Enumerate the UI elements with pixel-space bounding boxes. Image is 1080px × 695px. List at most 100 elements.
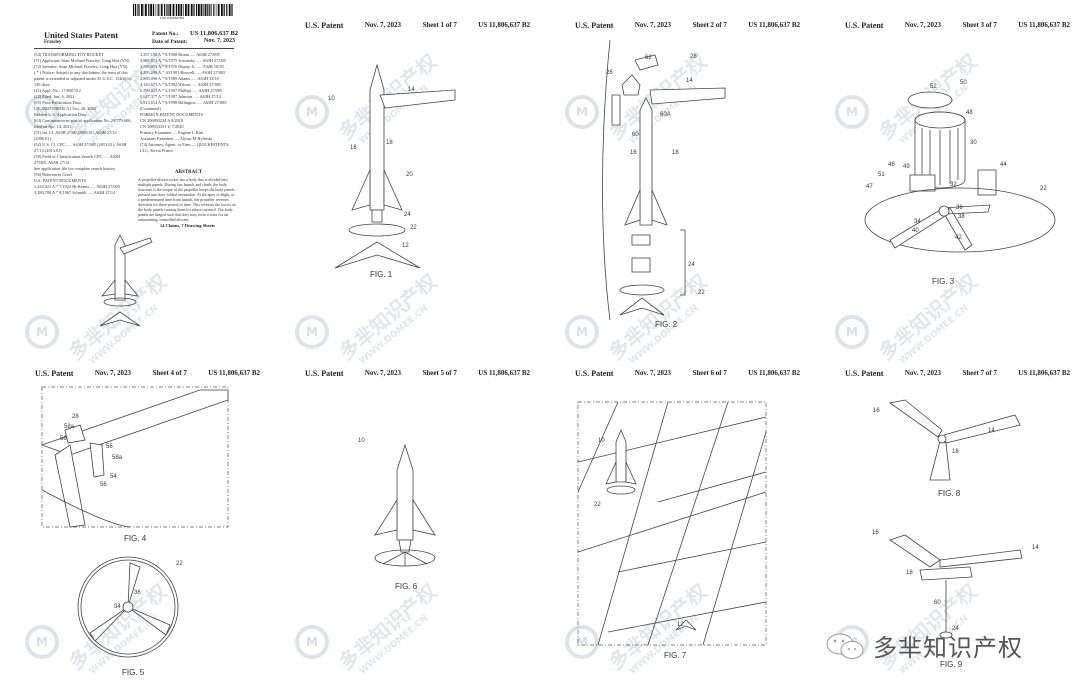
ref-label: 18	[906, 570, 913, 576]
wechat-badge: 多芈知识产权	[825, 628, 1023, 663]
watermark-logo: M	[25, 315, 59, 349]
ref-label: 44	[1000, 162, 1007, 168]
ref-label: 58a	[64, 424, 75, 430]
wechat-account-name: 多芈知识产权	[873, 634, 1023, 662]
front-page-line: 5,599,221 A * 2/1997 Phillips ..... A63H…	[140, 88, 223, 93]
front-page-line: 3,280,700 A * 8/1967 Schmidt ..... A63H …	[34, 190, 116, 195]
ref-label: 28	[690, 54, 697, 60]
front-page-line: (51) Int. Cl. A63H 27/00 (2006.01) A63H …	[34, 130, 117, 141]
ref-label: 18	[672, 150, 679, 156]
fig1-drawing	[334, 63, 456, 269]
ref-label: 51	[878, 172, 885, 178]
watermark-logo: M	[295, 315, 329, 349]
fig8-caption: FIG. 8	[938, 489, 961, 498]
ref-label: 49	[903, 164, 910, 170]
fig5-caption: FIG. 5	[122, 668, 145, 677]
ref-label: 60	[632, 132, 639, 138]
front-page-line: 4,145,671 A * 9/1992 Wilson ..... A63H 2…	[140, 82, 222, 87]
ref-label: 10	[328, 96, 335, 102]
ref-label: 10	[358, 438, 365, 444]
claims-summary: 14 Claims, 7 Drawing Sheets	[160, 223, 215, 228]
barcode	[133, 4, 233, 16]
ref-label: 22	[176, 561, 183, 567]
front-page-line: ( * ) Notice: Subject to any disclaimer,…	[34, 70, 132, 87]
fig4-drawing	[40, 386, 229, 528]
ref-label: 18	[386, 140, 393, 146]
fig6-caption: FIG. 6	[395, 582, 418, 591]
watermark-logo: M	[565, 315, 599, 349]
date-label: Date of Patent:	[152, 39, 188, 45]
front-right-column: 3,357,190 A * 8/1968 Brunn ..... A63H 27…	[140, 52, 236, 154]
watermark-logo: M	[295, 95, 329, 129]
ref-label: 22	[594, 502, 601, 508]
ref-label: 10	[598, 438, 605, 444]
fig3-drawing	[864, 91, 1056, 253]
fig1-caption: FIG. 1	[370, 270, 393, 279]
front-page-line: 5,813,614 A * 9/1998 Billington ..... A6…	[140, 100, 227, 105]
fig4-caption: FIG. 4	[124, 534, 147, 543]
ref-label: 34	[114, 604, 121, 610]
patent-no: US 11,806,637 B2	[190, 30, 239, 37]
front-page-drawing	[99, 234, 153, 327]
ref-label: 14	[988, 428, 995, 434]
ref-label: 56	[100, 482, 107, 488]
wechat-icon	[826, 633, 864, 659]
front-page-line: (58) Field of Classification Search CPC …	[34, 154, 121, 165]
fig3-caption: FIG. 3	[932, 277, 955, 286]
front-page-line: 5,647,377 A * 7/1997 Johnson ..... A63H …	[140, 94, 221, 99]
front-page-line: (71) Applicant: Sean Michael Frawley, Co…	[34, 58, 130, 63]
ref-label: 40	[912, 228, 919, 234]
watermark-logo: M	[25, 95, 59, 129]
front-page-line: U.S. PATENT DOCUMENTS	[34, 178, 87, 183]
front-page-line: (22) Filed: Jun. 6, 2022	[34, 94, 75, 99]
front-page-line: US 2022/0339549 A1 Oct. 20, 2022	[34, 106, 96, 111]
front-page-line: (74) Attorney, Agent, or Firm — QUICKPAT…	[140, 142, 230, 153]
ref-label: 16	[872, 530, 879, 536]
ref-label: 52	[930, 84, 937, 90]
abstract-heading: ABSTRACT	[175, 170, 203, 175]
front-page-line: CN 206892234 A 8/2018	[140, 118, 184, 123]
ref-label: 42	[955, 235, 962, 241]
fig9-drawing	[889, 534, 1023, 639]
front-page-line: (52) U.S. Cl. CPC ..... A63H 27/005 (201…	[34, 142, 127, 153]
ref-label: 36	[956, 205, 963, 211]
ref-label: 24	[952, 626, 959, 632]
front-page-line: Assistant Examiner — Alyssa M Hylinski	[140, 136, 213, 141]
fig9-caption: FIG. 9	[940, 660, 963, 669]
fig2-drawing	[602, 39, 726, 321]
patent-no-label: Patent No.:	[152, 31, 179, 37]
front-page-line: 3,357,190 A * 8/1968 Brunn ..... A63H 27…	[140, 52, 220, 57]
front-page-line: (63) Continuation-in-part of application…	[34, 118, 132, 129]
front-page-line: (Continued)	[140, 106, 161, 111]
fig7-drawing	[577, 401, 767, 646]
ref-label: 22	[698, 290, 705, 296]
watermark-logo: M	[565, 625, 599, 659]
ref-label: 56	[106, 444, 113, 450]
fig7-caption: FIG. 7	[664, 651, 687, 660]
ref-label: 22	[1040, 186, 1047, 192]
fig8-drawing	[889, 399, 1021, 481]
front-page-line: 4,869,096 A * 9/1989 Adams ..... A63H 33…	[140, 76, 219, 81]
ref-label: 14	[408, 87, 415, 93]
front-page-line: (54) TRANSFORMING TOY ROCKET	[34, 52, 104, 57]
watermark-logo: M	[565, 95, 599, 129]
watermark-logo: M	[835, 315, 869, 349]
ref-label: 32	[950, 182, 957, 188]
ref-label: 34	[914, 219, 921, 225]
fig2-caption: FIG. 2	[655, 320, 678, 329]
front-page-line: FOREIGN PATENT DOCUMENTS	[140, 112, 204, 117]
ref-label: 47	[866, 184, 873, 190]
abstract-text: A propeller-driven rocket has a body tha…	[138, 177, 236, 222]
patent-date: Nov. 7, 2023	[204, 38, 236, 44]
ref-label: 14	[686, 78, 693, 84]
ref-label: 16	[873, 408, 880, 414]
ref-label: 12	[677, 622, 684, 628]
ref-label: 60A	[660, 112, 671, 118]
front-page-line: 4,295,290 A * 10/1981 Boswell ..... A63H…	[140, 70, 226, 75]
